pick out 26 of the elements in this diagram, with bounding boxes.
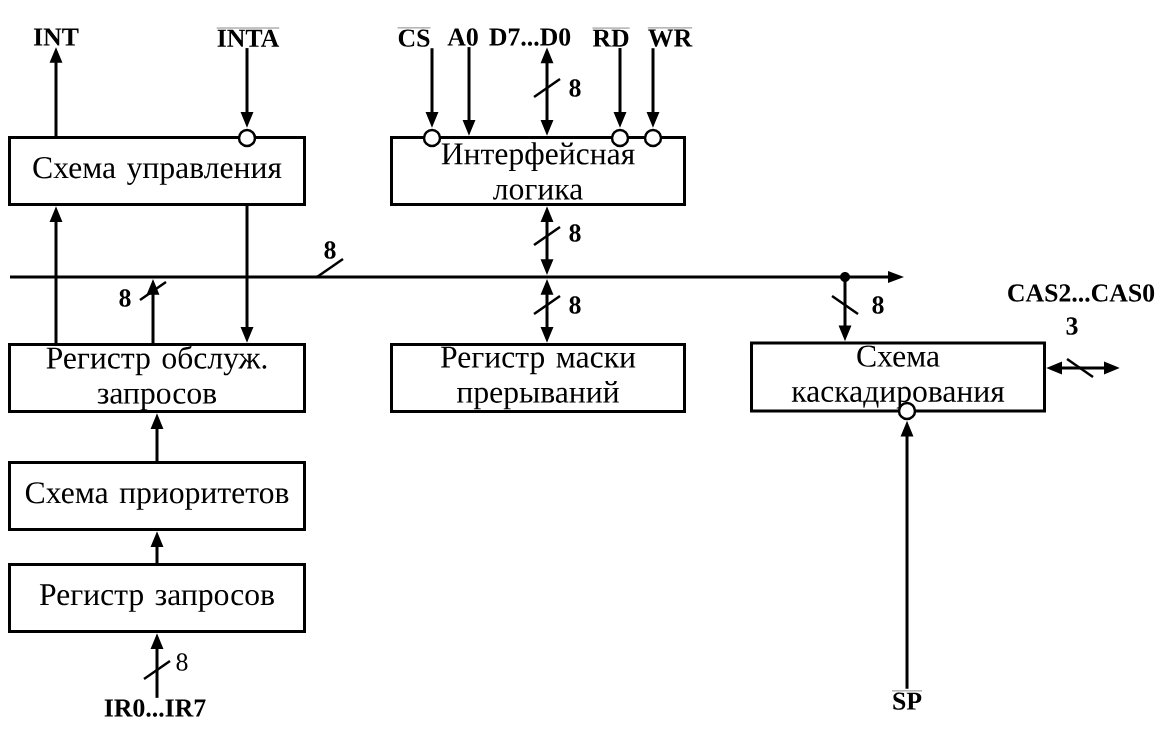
signal-label: INT (33, 28, 79, 46)
signal-label: SP (891, 690, 923, 710)
signal-label: D7...D0 (489, 28, 571, 46)
bus-width-label: 8 (119, 289, 131, 307)
signal-label: CAS2...CAS0 (1008, 284, 1155, 302)
block-box: Схема приоритетов (8, 461, 306, 531)
bus-width-label: 8 (569, 79, 581, 97)
bus-width-label: 3 (1066, 317, 1078, 335)
signal-label: RD (592, 27, 630, 47)
bus-width-label: 8 (569, 296, 581, 314)
signal-label: A0 (447, 28, 478, 46)
signal-label: INTA (216, 27, 280, 47)
signal-label: CS (397, 27, 431, 47)
signal-label: IR0...IR7 (104, 699, 206, 717)
bus-width-label: 8 (569, 224, 581, 242)
block-box: Схема каскадирования (750, 341, 1046, 413)
block-box: Схема управления (8, 136, 306, 206)
bus-width-label: 8 (872, 296, 884, 314)
block-box: Регистр обслуж. запросов (8, 343, 306, 413)
bus-width-label: 8 (176, 653, 188, 671)
signal-label: 8 (324, 241, 336, 259)
block-box: Регистр запросов (8, 563, 306, 633)
block-box: Интерфейсная логика (390, 136, 686, 206)
data-bus (10, 271, 904, 283)
block-box: Регистр маски прерываний (390, 343, 686, 413)
signal-label: WR (647, 27, 693, 47)
